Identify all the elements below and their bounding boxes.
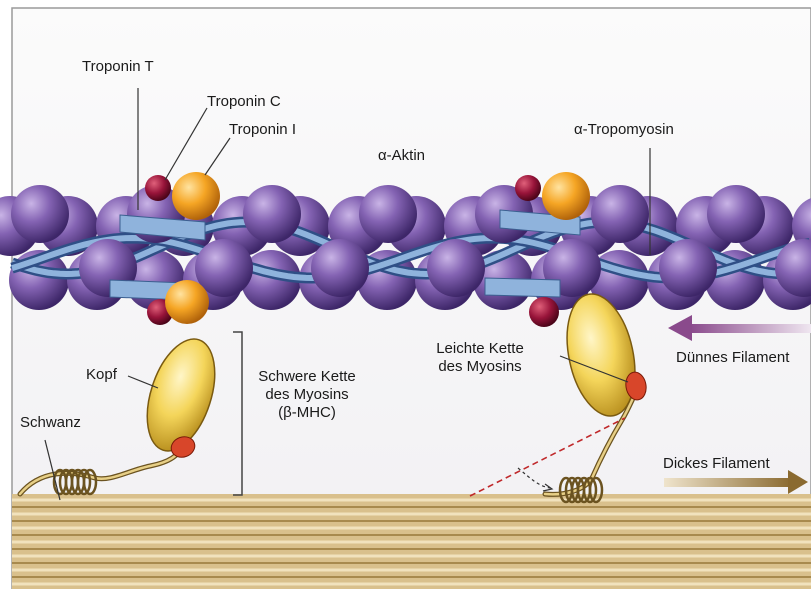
label-troponin-i: Troponin I: [229, 121, 296, 139]
label-kopf: Kopf: [86, 366, 117, 384]
troponin-i-sphere-left-bottom: [165, 280, 209, 324]
label-leichte-kette-line1: Leichte Kette: [420, 340, 540, 358]
thick-filament: [12, 494, 811, 589]
actin-monomer-front: [659, 239, 717, 297]
actin-monomer-front: [11, 185, 69, 243]
troponin-c-sphere-left-top: [145, 175, 171, 201]
label-schwere-kette: Schwere Kette des Myosins (β-MHC): [246, 368, 368, 422]
label-leichte-kette-line2: des Myosins: [420, 358, 540, 376]
label-dickes-filament: Dickes Filament: [663, 455, 770, 473]
troponin-c-sphere-right-top: [515, 175, 541, 201]
label-schwere-kette-line2: des Myosins: [246, 386, 368, 404]
actin-monomer-front: [359, 185, 417, 243]
troponin-c-sphere-right-bottom: [529, 297, 559, 327]
label-schwanz: Schwanz: [20, 414, 81, 432]
label-troponin-c: Troponin C: [207, 93, 281, 111]
troponin-i-sphere-left-top: [172, 172, 220, 220]
actin-monomer-front: [591, 185, 649, 243]
actin-monomer-front: [427, 239, 485, 297]
troponin-i-sphere-right-top: [542, 172, 590, 220]
label-duennes-filament: Dünnes Filament: [676, 349, 789, 367]
label-leichte-kette: Leichte Kette des Myosins: [420, 340, 540, 376]
actin-monomer-front: [243, 185, 301, 243]
label-schwere-kette-line1: Schwere Kette: [246, 368, 368, 386]
troponin-t-segment-right-lower: [485, 278, 560, 297]
label-troponin-t: Troponin T: [82, 58, 154, 76]
label-alpha-aktin: α-Aktin: [378, 147, 425, 165]
actin-monomer-front: [311, 239, 369, 297]
label-schwere-kette-line3: (β-MHC): [246, 404, 368, 422]
actin-monomer-front: [707, 185, 765, 243]
label-alpha-tropomyosin: α-Tropomyosin: [574, 121, 674, 139]
